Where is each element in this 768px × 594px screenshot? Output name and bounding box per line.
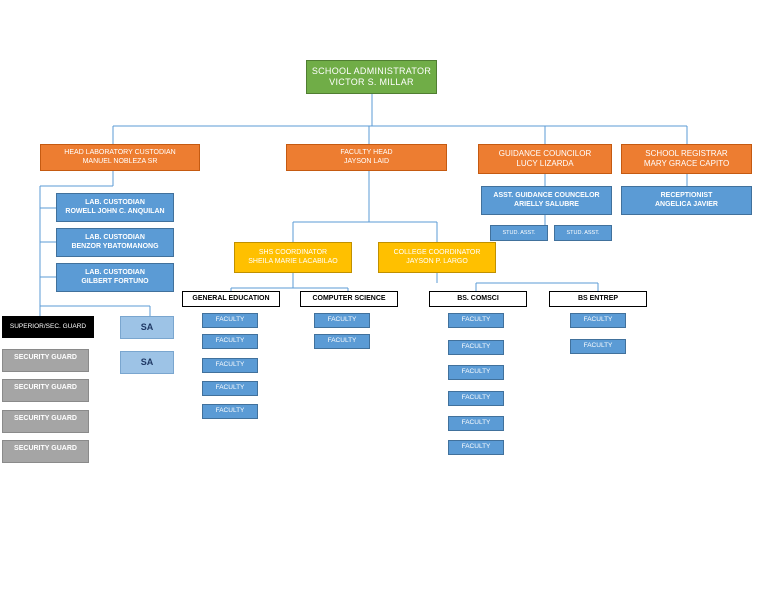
receptionist-box: RECEPTIONIST ANGELICA JAVIER [621, 186, 752, 215]
faculty-box: FACULTY [448, 440, 504, 455]
faculty-label: FACULTY [215, 316, 245, 324]
dept-bs-entrep: BS ENTREP [549, 291, 647, 307]
security-guard-box: SECURITY GUARD [2, 349, 89, 372]
school-registrar-box: SCHOOL REGISTRAR MARY GRACE CAPITO [621, 144, 752, 174]
lab-custodian-name: GILBERT FORTUNO [81, 277, 149, 285]
faculty-box: FACULTY [314, 334, 370, 349]
faculty-label: FACULTY [215, 361, 245, 369]
dept-label: BS. COMSCI [457, 294, 499, 302]
asst-guidance-title: ASST. GUIDANCE COUNCELOR [493, 191, 600, 199]
admin-title: SCHOOL ADMINISTRATOR [311, 65, 432, 76]
faculty-box: FACULTY [202, 313, 258, 328]
security-guard-label: SECURITY GUARD [14, 354, 77, 361]
dept-computer-science: COMPUTER SCIENCE [300, 291, 398, 307]
shs-coord-title: SHS COORDINATOR [258, 248, 328, 256]
guidance-name: LUCY LIZARDA [516, 159, 574, 168]
faculty-head-title: FACULTY HEAD [340, 148, 393, 156]
faculty-label: FACULTY [461, 343, 491, 351]
lab-custodian-title: LAB. CUSTODIAN [85, 198, 145, 206]
dept-bs-comsci: BS. COMSCI [429, 291, 527, 307]
dept-label: BS ENTREP [577, 294, 619, 302]
stud-asst-label: STUD. ASST. [566, 229, 600, 236]
faculty-box: FACULTY [570, 339, 626, 354]
faculty-label: FACULTY [327, 316, 357, 324]
sa-box: SA [120, 316, 174, 339]
lab-custodian-box: LAB. CUSTODIAN ROWELL JOHN C. ANQUILAN [56, 193, 174, 222]
faculty-label: FACULTY [461, 368, 491, 376]
faculty-box: FACULTY [448, 313, 504, 328]
shs-coord-name: SHEILA MARIE LACABILAO [248, 257, 338, 265]
sa-label: SA [140, 356, 154, 367]
college-coord-name: JAYSON P. LARGO [406, 257, 468, 265]
lab-head-title: HEAD LABORATORY CUSTODIAN [64, 148, 176, 156]
receptionist-title: RECEPTIONIST [660, 191, 713, 199]
lab-custodian-box: LAB. CUSTODIAN GILBERT FORTUNO [56, 263, 174, 292]
lab-custodian-name: BENZOR YBATOMANONG [71, 242, 159, 250]
security-guard-label: SECURITY GUARD [14, 445, 77, 452]
faculty-box: FACULTY [448, 340, 504, 355]
faculty-head-box: FACULTY HEAD JAYSON LAID [286, 144, 447, 171]
faculty-box: FACULTY [448, 365, 504, 380]
lab-head-name: MANUEL NOBLEZA SR [82, 157, 158, 165]
faculty-box: FACULTY [202, 404, 258, 419]
faculty-box: FACULTY [448, 416, 504, 431]
faculty-box: FACULTY [448, 391, 504, 406]
superior-guard-label: SUPERIOR/SEC. GUARD [9, 322, 87, 330]
registrar-name: MARY GRACE CAPITO [643, 159, 730, 168]
security-guard-box: SECURITY GUARD [2, 410, 89, 433]
security-guard-box: SECURITY GUARD [2, 379, 89, 402]
stud-asst-label: STUD. ASST. [502, 229, 536, 236]
faculty-label: FACULTY [461, 443, 491, 451]
faculty-box: FACULTY [314, 313, 370, 328]
faculty-label: FACULTY [461, 394, 491, 402]
sa-label: SA [140, 321, 154, 332]
guidance-councilor-box: GUIDANCE COUNCILOR LUCY LIZARDA [478, 144, 612, 174]
lab-custodian-title: LAB. CUSTODIAN [85, 233, 145, 241]
registrar-title: SCHOOL REGISTRAR [645, 149, 728, 158]
faculty-box: FACULTY [570, 313, 626, 328]
faculty-label: FACULTY [583, 316, 613, 324]
admin-name: VICTOR S. MILLAR [329, 77, 414, 87]
stud-asst-box: STUD. ASST. [554, 225, 612, 241]
guidance-title: GUIDANCE COUNCILOR [498, 149, 592, 158]
faculty-label: FACULTY [215, 384, 245, 392]
faculty-label: FACULTY [327, 337, 357, 345]
lab-custodian-title: LAB. CUSTODIAN [85, 268, 145, 276]
security-guard-label: SECURITY GUARD [14, 384, 77, 391]
school-administrator-box: SCHOOL ADMINISTRATOR VICTOR S. MILLAR [306, 60, 437, 94]
dept-general-education: GENERAL EDUCATION [182, 291, 280, 307]
faculty-head-name: JAYSON LAID [344, 157, 389, 165]
faculty-box: FACULTY [202, 334, 258, 349]
faculty-label: FACULTY [215, 407, 245, 415]
college-coordinator-box: COLLEGE COORDINATOR JAYSON P. LARGO [378, 242, 496, 273]
stud-asst-box: STUD. ASST. [490, 225, 548, 241]
asst-guidance-name: ARIELLY SALUBRE [514, 200, 579, 208]
college-coord-title: COLLEGE COORDINATOR [393, 248, 481, 256]
security-guard-label: SECURITY GUARD [14, 415, 77, 422]
faculty-label: FACULTY [461, 316, 491, 324]
security-guard-box: SECURITY GUARD [2, 440, 89, 463]
dept-label: COMPUTER SCIENCE [312, 294, 386, 302]
asst-guidance-box: ASST. GUIDANCE COUNCELOR ARIELLY SALUBRE [481, 186, 612, 215]
sa-box: SA [120, 351, 174, 374]
faculty-box: FACULTY [202, 381, 258, 396]
dept-label: GENERAL EDUCATION [192, 294, 270, 302]
lab-custodian-name: ROWELL JOHN C. ANQUILAN [65, 207, 165, 215]
shs-coordinator-box: SHS COORDINATOR SHEILA MARIE LACABILAO [234, 242, 352, 273]
faculty-box: FACULTY [202, 358, 258, 373]
faculty-label: FACULTY [583, 342, 613, 350]
receptionist-name: ANGELICA JAVIER [654, 200, 718, 208]
faculty-label: FACULTY [461, 419, 491, 427]
head-lab-custodian-box: HEAD LABORATORY CUSTODIAN MANUEL NOBLEZA… [40, 144, 200, 171]
lab-custodian-box: LAB. CUSTODIAN BENZOR YBATOMANONG [56, 228, 174, 257]
superior-guard-box: SUPERIOR/SEC. GUARD [2, 316, 94, 338]
faculty-label: FACULTY [215, 337, 245, 345]
